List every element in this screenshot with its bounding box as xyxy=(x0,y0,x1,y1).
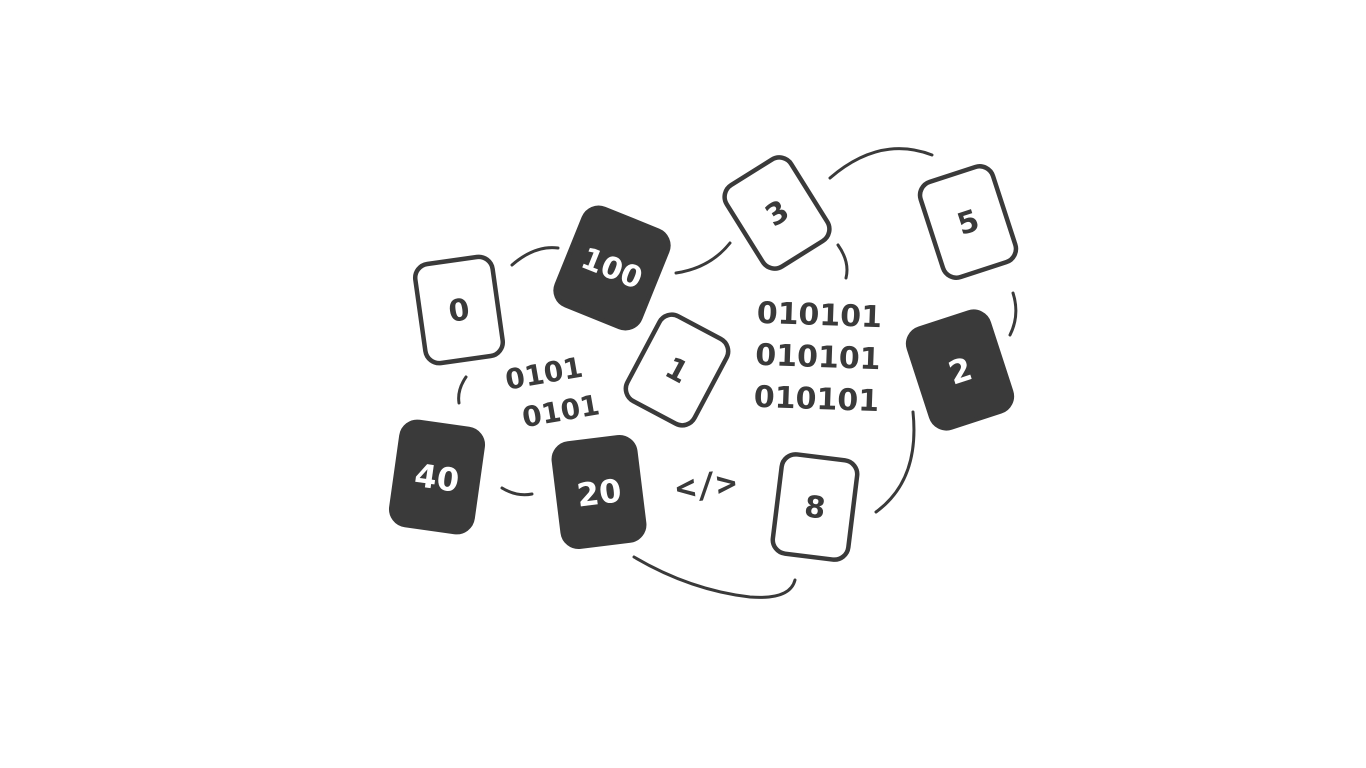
card-shape xyxy=(553,205,671,331)
connector-line xyxy=(836,243,849,280)
card-shape xyxy=(388,419,486,535)
binary-line: 0101 xyxy=(520,388,602,434)
card-shape xyxy=(722,155,832,271)
number-card-8: 8 xyxy=(770,452,860,562)
card-number: 20 xyxy=(575,471,624,514)
number-card-100: 100 xyxy=(553,205,671,331)
code-symbol: </> xyxy=(673,463,738,509)
card-shape xyxy=(917,164,1019,280)
binary-line: 010101 xyxy=(756,296,882,335)
number-card-2: 2 xyxy=(905,309,1015,431)
connector-line xyxy=(457,375,468,405)
connector-line xyxy=(674,241,732,275)
binary-line: 010101 xyxy=(753,380,879,419)
binary-line: 010101 xyxy=(755,338,881,377)
connector-line xyxy=(510,246,560,267)
binary-line: 0101 xyxy=(503,351,585,397)
card-number: 8 xyxy=(802,489,827,526)
number-card-0: 0 xyxy=(412,254,506,366)
binary-block-large: 010101 010101 010101 xyxy=(753,296,882,419)
card-shape xyxy=(770,452,860,562)
connector-line xyxy=(1008,291,1018,337)
card-shape xyxy=(623,312,731,428)
card-shape xyxy=(551,434,647,550)
number-card-20: 20 xyxy=(551,434,647,550)
card-shape xyxy=(905,309,1015,431)
card-number: 40 xyxy=(412,456,461,500)
connector-line xyxy=(500,486,534,497)
connector-line xyxy=(828,147,934,180)
number-card-1: 1 xyxy=(623,312,731,428)
connector-line xyxy=(632,555,797,599)
number-card-5: 5 xyxy=(917,164,1019,280)
card-number: 0 xyxy=(446,292,472,330)
card-shape xyxy=(412,254,506,366)
number-card-3: 3 xyxy=(722,155,832,271)
binary-block-small: 0101 0101 xyxy=(503,351,602,435)
code-symbol-icon: </> xyxy=(673,463,738,509)
connector-line xyxy=(874,410,916,514)
number-card-40: 40 xyxy=(388,419,486,535)
connector-lines xyxy=(457,147,1018,599)
